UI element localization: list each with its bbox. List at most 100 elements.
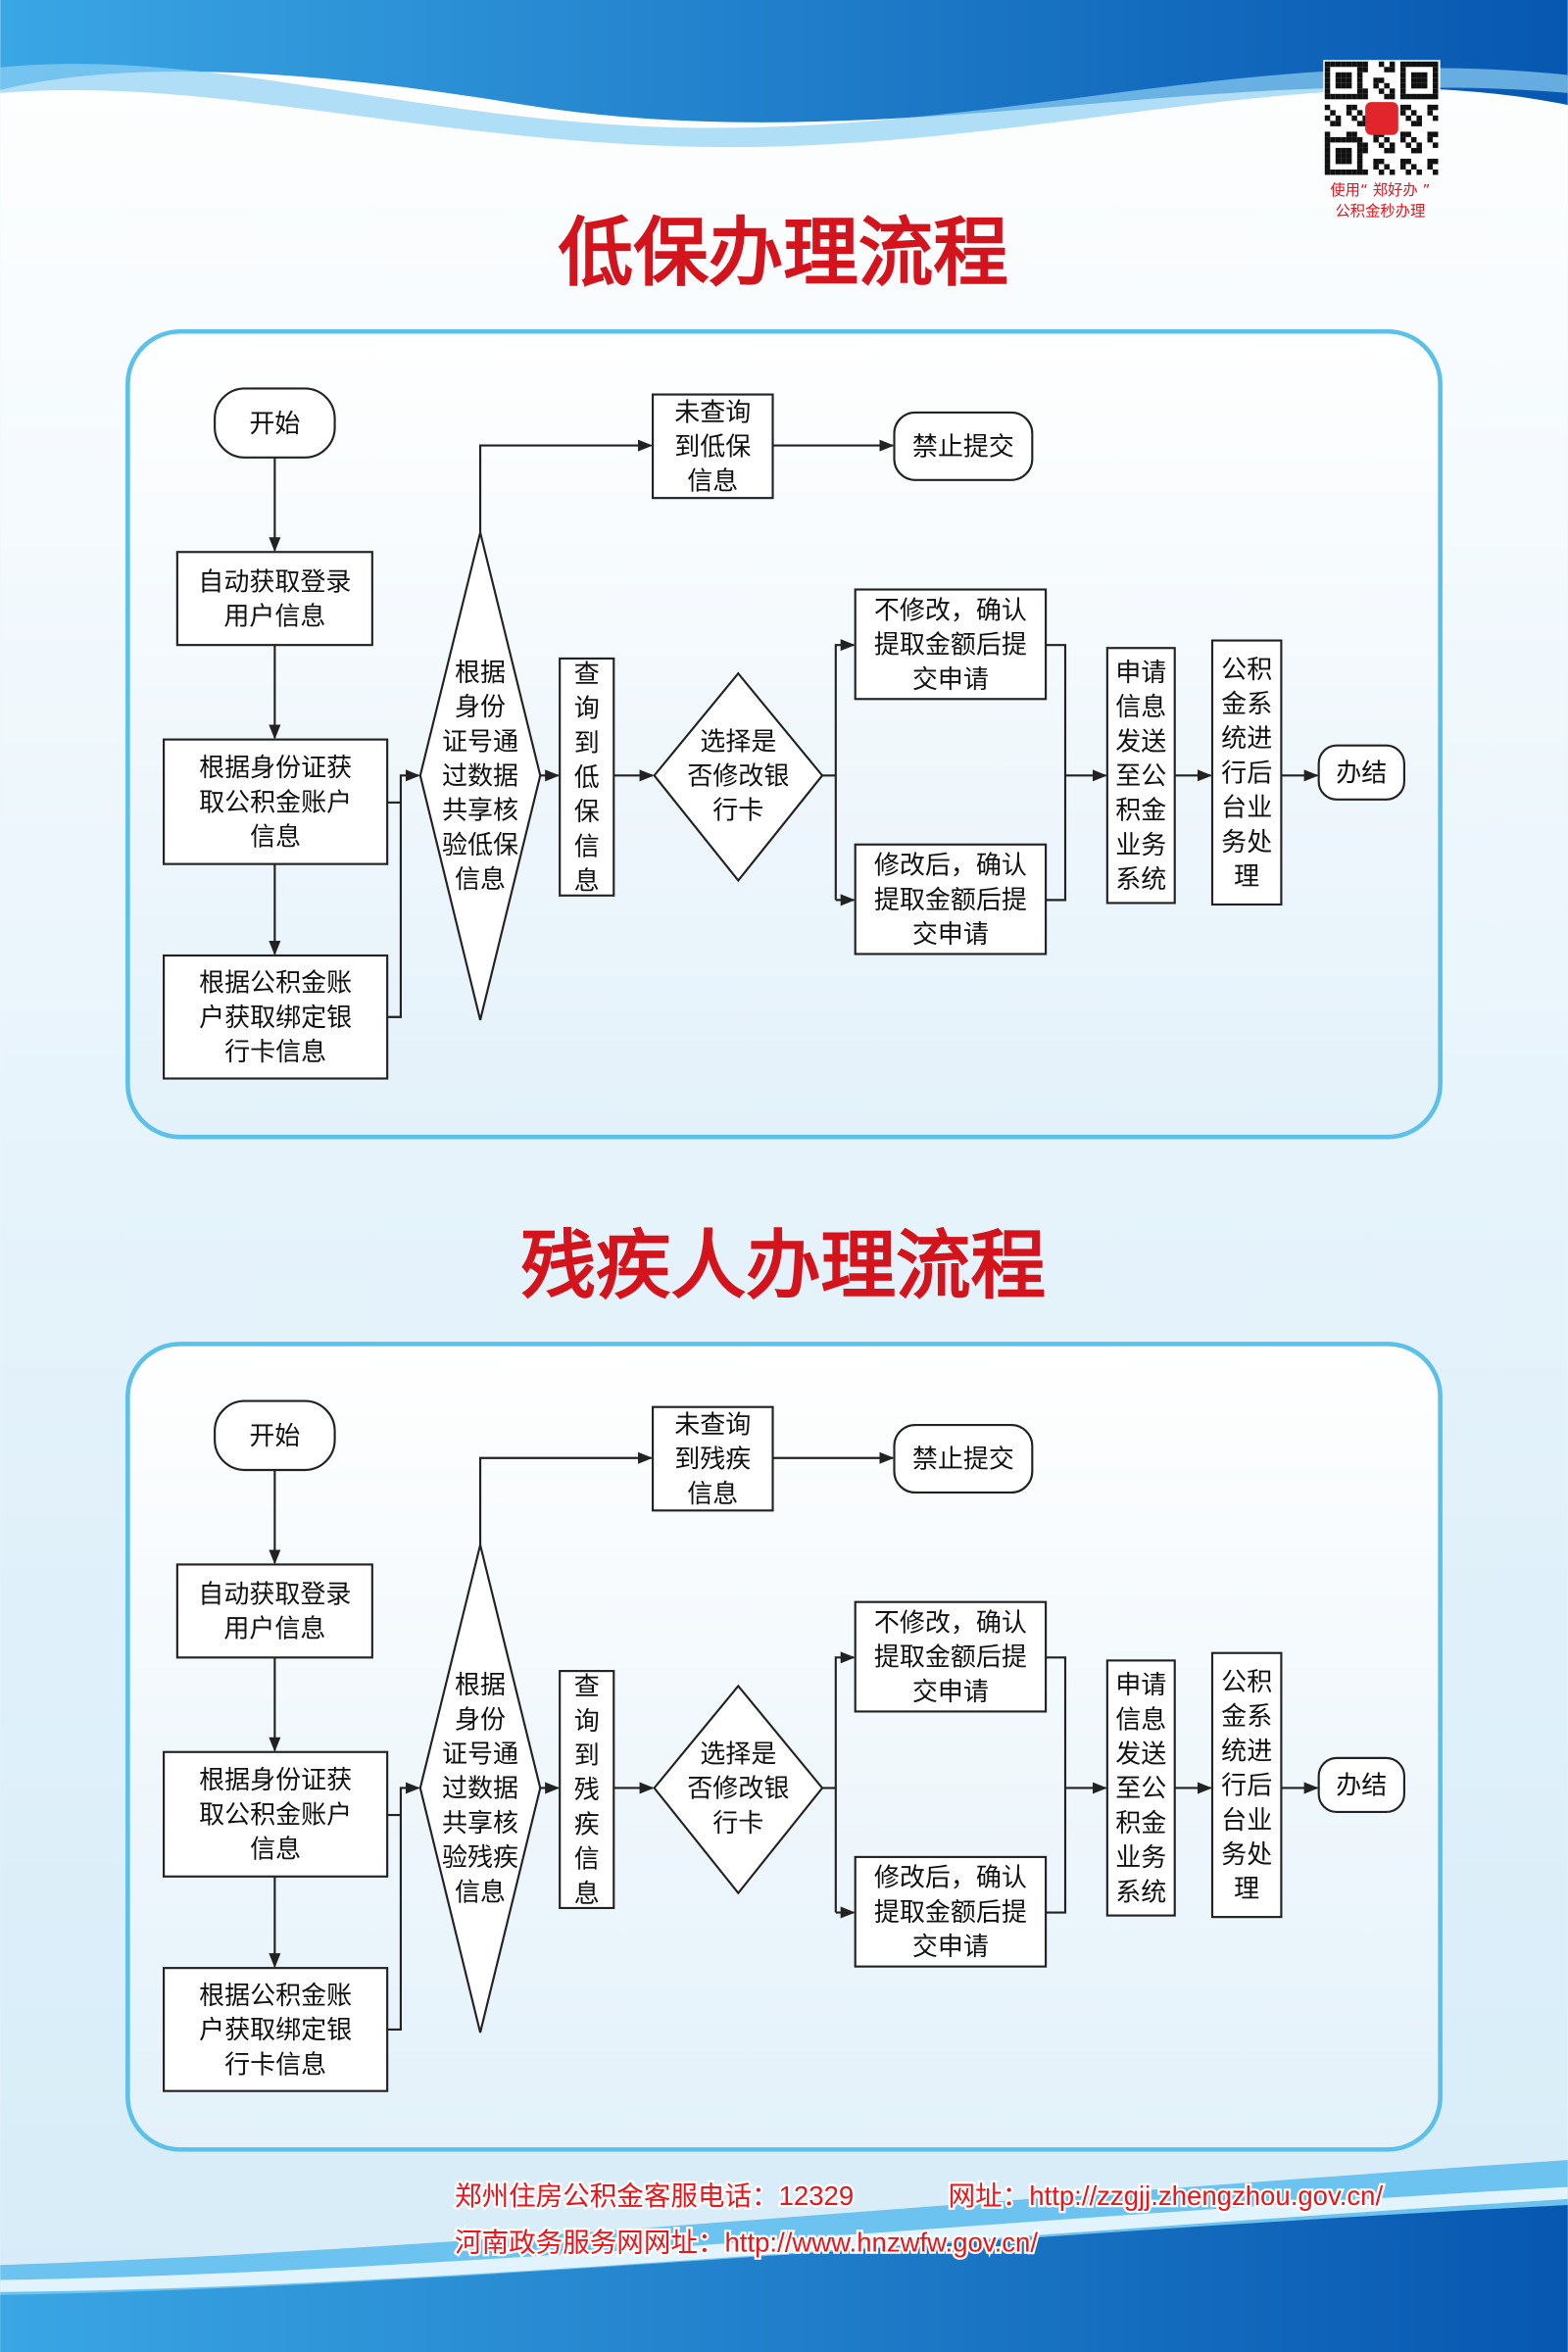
- not-found-node-text: 到残疾: [674, 1446, 751, 1475]
- fetch-account-node-text: 信息: [250, 1836, 301, 1865]
- end-node: [1317, 1756, 1405, 1814]
- backend-process-node-text: 务处: [1221, 1840, 1272, 1870]
- verify-decision: [418, 532, 542, 1021]
- verify-decision-text: 过数据: [442, 762, 518, 792]
- send-to-system-node: [1105, 647, 1176, 905]
- fetch-account-node: [163, 738, 389, 865]
- flow-arrow: [387, 769, 420, 1018]
- not-found-node-text: 信息: [687, 467, 738, 497]
- flow-arrow: [834, 639, 856, 901]
- send-to-system-node-text: 申请: [1115, 659, 1166, 688]
- flow-arrow: [478, 439, 654, 533]
- backend-process-node-text: 台业: [1221, 1806, 1272, 1836]
- found-node-text: 到: [574, 1741, 600, 1771]
- flow-connector: [1046, 644, 1067, 902]
- verify-decision-text: 身份: [455, 1705, 506, 1735]
- modify-card-decision-text: 选择是: [700, 1740, 776, 1769]
- send-to-system-node-text: 积金: [1115, 797, 1166, 826]
- end-node: [1317, 744, 1405, 801]
- verify-decision-text: 根据: [455, 1671, 506, 1700]
- modify-node: [854, 1855, 1048, 1968]
- send-to-system-node-text: 至公: [1115, 1775, 1166, 1804]
- backend-process-node-text: 理: [1234, 862, 1259, 892]
- fetch-bank-card-node: [163, 1967, 389, 2092]
- gov-site-link[interactable]: 河南政务服务网网址：http://www.hnzwfw.gov.cn/: [453, 2225, 1041, 2260]
- auto-fetch-user-node-text: 用户信息: [223, 1615, 325, 1644]
- fetch-bank-card-node: [163, 954, 389, 1080]
- flowchart-canjiren: 残疾人办理流程开始自动获取登录用户信息根据身份证获取公积金账户信息根据公积金账户…: [125, 1222, 1443, 2152]
- found-node: [559, 1670, 615, 1910]
- flow-title: 低保办理流程: [559, 210, 1008, 298]
- modify-node-text: 修改后，确认: [874, 1864, 1027, 1893]
- found-node-text: 信: [574, 1845, 600, 1875]
- backend-process-node-text: 务处: [1221, 828, 1272, 858]
- backend-process-node: [1210, 639, 1283, 906]
- fetch-bank-card-node-text: 根据公积金账: [199, 1982, 352, 2011]
- found-node-text: 保: [574, 798, 600, 827]
- auto-fetch-user-node-text: 自动获取登录: [198, 567, 351, 597]
- auto-fetch-user-node-text: 用户信息: [223, 603, 325, 632]
- found-node-text: 询: [574, 695, 600, 724]
- modify-node-text: 交申请: [912, 920, 989, 950]
- no-modify-node: [854, 1600, 1048, 1713]
- forbid-submit-node-text: 禁止提交: [912, 1446, 1014, 1475]
- fetch-bank-card-node-text: 行卡信息: [224, 2050, 326, 2080]
- fetch-bank-card-node-text: 行卡信息: [224, 1038, 326, 1067]
- fetch-bank-card-node-text: 户获取绑定银: [199, 1004, 352, 1033]
- verify-decision-text: 过数据: [442, 1775, 518, 1804]
- send-to-system-node-text: 发送: [1115, 727, 1166, 757]
- modify-node-text: 提取金额后提: [874, 886, 1027, 915]
- found-node-text: 息: [574, 1880, 600, 1909]
- auto-fetch-user-node: [175, 551, 373, 647]
- send-to-system-node-text: 申请: [1115, 1671, 1166, 1700]
- modify-card-decision-text: 行卡: [712, 1809, 763, 1838]
- found-node-text: 残: [574, 1776, 600, 1805]
- send-to-system-node-text: 系统: [1115, 865, 1166, 895]
- flowchart-dibao: 低保办理流程开始自动获取登录用户信息根据身份证获取公积金账户信息根据公积金账户获…: [125, 210, 1443, 1140]
- auto-fetch-user-node-text: 自动获取登录: [198, 1580, 351, 1609]
- backend-process-node-text: 公积: [1221, 656, 1272, 685]
- qr-caption-line1: 使用“ 郑好办 ”: [1330, 181, 1430, 199]
- modify-node-text: 提取金额后提: [874, 1898, 1027, 1928]
- backend-process-node-text: 金系: [1221, 1702, 1272, 1732]
- found-node-text: 疾: [574, 1810, 600, 1839]
- fetch-bank-card-node-text: 根据公积金账: [199, 969, 352, 999]
- not-found-node-text: 到低保: [674, 433, 751, 463]
- found-node-text: 到: [574, 729, 600, 759]
- website-link[interactable]: 网址：http://zzgjj.zhengzhou.gov.cn/: [946, 2179, 1385, 2214]
- verify-decision-text: 根据: [455, 659, 506, 688]
- forbid-submit-node-text: 禁止提交: [912, 433, 1014, 463]
- no-modify-node-text: 不修改，确认: [874, 596, 1027, 625]
- found-node-text: 息: [574, 867, 600, 897]
- fetch-account-node: [163, 1750, 389, 1878]
- flow-arrow: [387, 1782, 420, 2031]
- no-modify-node-text: 提取金额后提: [874, 631, 1027, 661]
- not-found-node-text: 未查询: [674, 1411, 751, 1441]
- send-to-system-node-text: 业务: [1115, 831, 1166, 860]
- hotline-text: 郑州住房公积金客服电话：12329: [455, 2180, 854, 2211]
- modify-node: [854, 843, 1048, 956]
- fetch-account-node-text: 信息: [250, 823, 301, 853]
- found-node-text: 低: [574, 763, 600, 793]
- backend-process-node-text: 行后: [1221, 1772, 1272, 1801]
- not-found-node-text: 信息: [687, 1480, 738, 1509]
- backend-process-node-text: 统进: [1221, 724, 1272, 754]
- send-to-system-node-text: 系统: [1115, 1878, 1166, 1907]
- send-to-system-node-text: 至公: [1115, 762, 1166, 792]
- fetch-account-node-text: 根据身份证获: [199, 1766, 352, 1795]
- verify-decision-text: 身份: [455, 693, 506, 722]
- found-node-text: 信: [574, 832, 600, 861]
- verify-decision: [418, 1544, 542, 2034]
- verify-decision-text: 证号通: [442, 1740, 518, 1769]
- backend-process-node-text: 公积: [1221, 1668, 1272, 1697]
- qr-code[interactable]: [1323, 60, 1441, 177]
- no-modify-node-text: 交申请: [912, 665, 989, 695]
- verify-decision-text: 验残疾: [442, 1843, 518, 1873]
- send-to-system-node-text: 业务: [1115, 1843, 1166, 1873]
- end-node-text: 办结: [1336, 1772, 1387, 1801]
- no-modify-node-text: 交申请: [912, 1678, 989, 1707]
- send-to-system-node: [1105, 1659, 1176, 1917]
- no-modify-node: [854, 588, 1048, 701]
- found-node-text: 询: [574, 1707, 600, 1737]
